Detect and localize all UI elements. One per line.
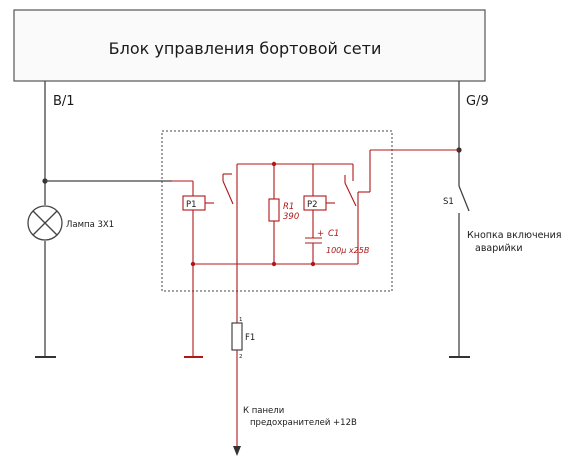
switch-blade	[458, 185, 470, 212]
resistor-ref-label: R1	[283, 202, 294, 212]
terminal-right-label: G/9	[466, 94, 489, 109]
switch-ref-label: S1	[443, 197, 454, 207]
fuse-ref-label: F1	[245, 333, 255, 343]
resistor-value-label: 390	[283, 212, 299, 222]
fuse-pin-bottom: 2	[239, 354, 243, 360]
lamp-label: Лампа 3Х1	[66, 220, 114, 230]
output-label-line1: К панели	[243, 406, 284, 416]
relay-p1-contact	[222, 180, 234, 205]
terminal-left-label: B/1	[53, 94, 75, 109]
capacitor-ref-label: C1	[328, 229, 339, 239]
relay-p2-contact	[344, 182, 357, 207]
switch-label-line2: аварийки	[475, 243, 523, 254]
lamp-icon	[27, 205, 63, 241]
switch-label-line1: Кнопка включения	[467, 230, 562, 241]
resistor-r1	[268, 198, 280, 222]
fuse-f1	[231, 322, 243, 351]
output-arrow-icon	[233, 446, 241, 456]
control-unit-box	[13, 9, 486, 82]
control-unit-title: Блок управления бортовой сети	[109, 39, 382, 58]
relay-p1-label: P1	[186, 200, 197, 210]
capacitor-polarity-label: +	[317, 229, 324, 239]
relay-module-boundary	[161, 130, 393, 292]
capacitor-value-label: 100μ x25В	[326, 246, 369, 255]
relay-p2-label: P2	[307, 200, 318, 210]
fuse-pin-top: 1	[239, 317, 243, 323]
output-label-line2: предохранителей +12В	[250, 418, 357, 428]
relay-circuit	[172, 149, 459, 358]
